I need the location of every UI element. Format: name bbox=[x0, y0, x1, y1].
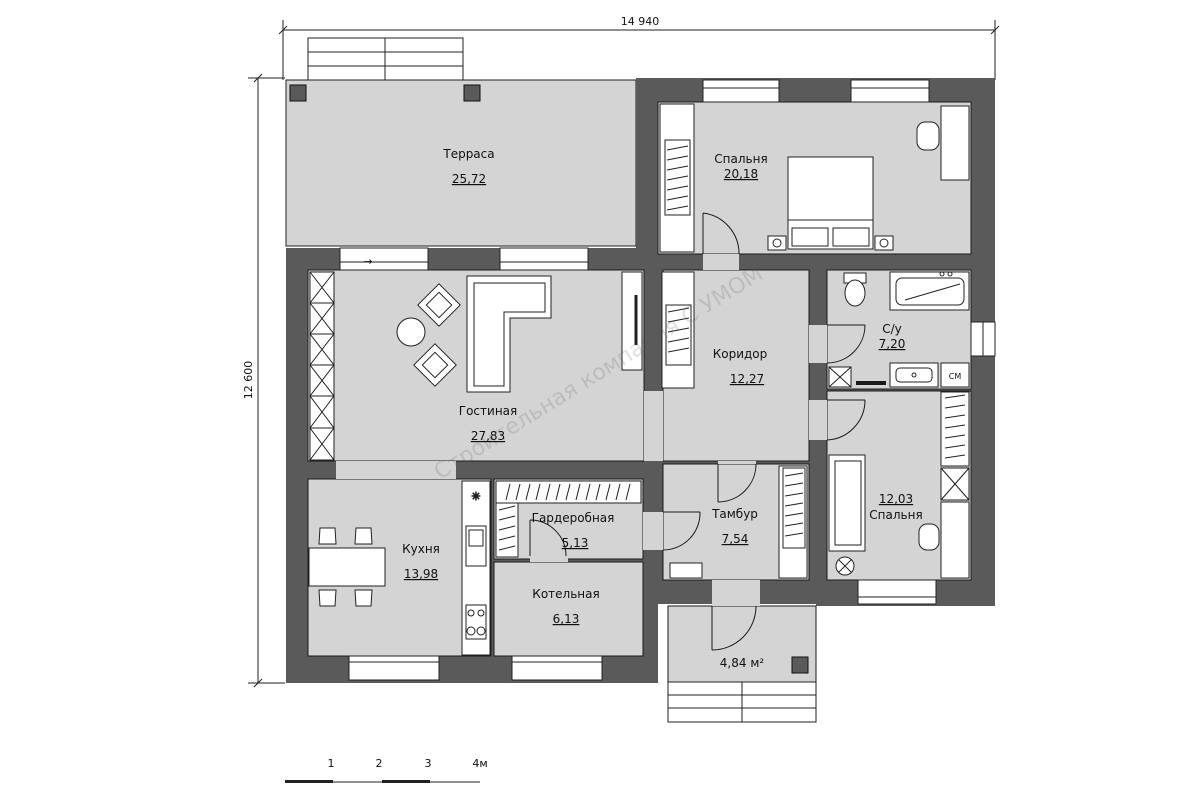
living-area: 27,83 bbox=[471, 429, 505, 443]
armchair bbox=[413, 343, 457, 387]
corridor-area: 12,27 bbox=[730, 372, 764, 386]
washing-machine-label: СМ bbox=[949, 372, 962, 381]
tv-unit bbox=[621, 271, 643, 371]
wardrobe-vestibule bbox=[778, 465, 808, 579]
porch-area: 4,84 м² bbox=[720, 656, 765, 670]
bath-counter bbox=[889, 362, 939, 388]
scale-tick-3: 3 bbox=[425, 757, 432, 770]
porch-steps bbox=[667, 681, 817, 723]
bedroom1-area: 20,18 bbox=[724, 167, 758, 181]
scale-tick-1: 1 bbox=[328, 757, 335, 770]
bedroom2-area: 12,03 bbox=[879, 492, 913, 506]
windows bbox=[339, 79, 996, 681]
dining-table bbox=[308, 527, 386, 607]
scale-tick-4: 4м bbox=[472, 757, 487, 770]
floor-lamp bbox=[835, 556, 855, 576]
toilet bbox=[843, 272, 867, 307]
kitchen-counter: ✳ bbox=[461, 480, 491, 656]
height-dimension: 12 600 bbox=[242, 361, 255, 400]
terrace-floor bbox=[285, 79, 637, 247]
bath-area: 7,20 bbox=[879, 337, 906, 351]
door-swings bbox=[529, 212, 866, 651]
bath-name: С/у bbox=[882, 322, 902, 336]
kitchen-area: 13,98 bbox=[404, 567, 438, 581]
terrace-post bbox=[289, 84, 307, 102]
boiler-area: 6,13 bbox=[553, 612, 580, 626]
scale-tick-2: 2 bbox=[376, 757, 383, 770]
boiler-name: Котельная bbox=[532, 587, 599, 601]
desk-bedroom2 bbox=[918, 501, 970, 579]
coffee-table bbox=[396, 317, 426, 347]
shoe-bench bbox=[669, 562, 703, 579]
sliding-arrow-icon: → bbox=[363, 255, 372, 268]
living-kitchen-passage bbox=[336, 461, 456, 479]
wardrobe-bedroom1 bbox=[659, 103, 695, 253]
door-openings bbox=[530, 254, 827, 606]
porch-post bbox=[791, 656, 809, 674]
double-bed bbox=[767, 156, 894, 251]
shower-tray bbox=[828, 366, 852, 388]
living-name: Гостиная bbox=[459, 404, 517, 418]
wardrobe-rails bbox=[495, 480, 642, 558]
terrace-steps bbox=[307, 37, 464, 81]
bedroom1-name: Спальня bbox=[714, 152, 767, 166]
boiler-floor bbox=[493, 561, 644, 657]
width-dimension: 14 940 bbox=[621, 15, 660, 28]
dimension-lines bbox=[248, 20, 1000, 688]
room-labels: Терраса 25,72 Спальня 20,18 Гостиная 27,… bbox=[402, 147, 923, 670]
terrace-area: 25,72 bbox=[452, 172, 486, 186]
vestibule-name: Тамбур bbox=[711, 507, 758, 521]
bathtub bbox=[889, 271, 970, 311]
wardrobe-corridor bbox=[661, 271, 695, 389]
washing-machine bbox=[940, 362, 970, 388]
bedroom2-name: Спальня bbox=[869, 508, 922, 522]
kitchen-name: Кухня bbox=[402, 542, 440, 556]
wardrobe-cabinet-living bbox=[309, 271, 335, 461]
sofa-bedroom2 bbox=[828, 454, 866, 552]
corridor-passage bbox=[644, 391, 663, 461]
wardrobe-name: Гардеробная bbox=[532, 511, 615, 525]
terrace-post bbox=[463, 84, 481, 102]
wardrobe-area: 5,13 bbox=[562, 536, 589, 550]
sofa-living bbox=[466, 275, 552, 393]
radiator bbox=[856, 381, 886, 385]
vestibule-area: 7,54 bbox=[722, 532, 749, 546]
corridor-name: Коридор bbox=[713, 347, 768, 361]
terrace-name: Терраса bbox=[442, 147, 494, 161]
desk-bedroom1 bbox=[916, 105, 970, 181]
wardrobe-bedroom2 bbox=[940, 391, 970, 501]
scale-bar: 1 2 3 4м bbox=[285, 757, 488, 783]
svg-text:✳: ✳ bbox=[471, 490, 480, 503]
armchair bbox=[417, 283, 461, 327]
